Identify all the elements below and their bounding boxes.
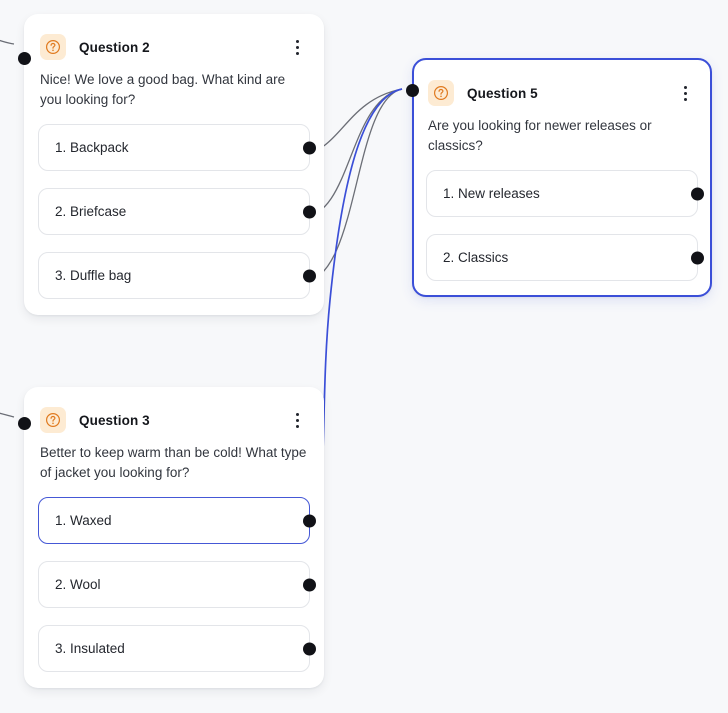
output-port-insulated[interactable]: [302, 642, 316, 655]
question-circle-icon: [40, 34, 66, 60]
node-prompt: Are you looking for newer releases or cl…: [428, 118, 652, 153]
option-label: 1. Backpack: [55, 140, 129, 155]
question-circle-icon: [40, 407, 66, 433]
option-label: 2. Classics: [443, 250, 509, 265]
edge-incoming-question-2: [0, 39, 15, 45]
node-header: Question 2: [38, 14, 310, 64]
input-port-question-2[interactable]: [17, 52, 31, 65]
node-prompt: Nice! We love a good bag. What kind are …: [40, 72, 286, 107]
node-header: Question 5: [426, 60, 698, 110]
node-question-2[interactable]: Question 2 Nice! We love a good bag. Wha…: [17, 14, 324, 315]
output-port-duffle-bag[interactable]: [302, 269, 316, 282]
node-question-5[interactable]: Question 5 Are you looking for newer rel…: [406, 58, 712, 297]
output-port-backpack[interactable]: [302, 141, 316, 154]
kebab-menu-icon[interactable]: [288, 409, 306, 431]
option-row[interactable]: 3. Duffle bag: [38, 252, 316, 299]
input-port-question-5[interactable]: [406, 84, 419, 97]
option-row[interactable]: 1. Backpack: [38, 124, 316, 171]
kebab-menu-icon[interactable]: [288, 36, 306, 58]
option-label: 2. Wool: [55, 577, 101, 592]
option-row[interactable]: 3. Insulated: [38, 625, 316, 672]
output-port-waxed[interactable]: [302, 514, 316, 527]
node-header: Question 3: [38, 387, 310, 437]
option-label: 3. Insulated: [55, 641, 125, 656]
option-row[interactable]: 2. Briefcase: [38, 188, 316, 235]
options-list: 1. Backpack 2. Briefcase 3. Duffle bag: [38, 124, 316, 299]
output-port-classics[interactable]: [690, 251, 704, 264]
question-circle-icon: [428, 80, 454, 106]
node-title: Question 3: [79, 412, 150, 428]
option-label: 2. Briefcase: [55, 204, 127, 219]
option-row[interactable]: 1. Waxed: [38, 497, 316, 544]
output-port-new-releases[interactable]: [690, 187, 704, 200]
node-prompt: Better to keep warm than be cold! What t…: [40, 445, 307, 480]
output-port-wool[interactable]: [302, 578, 316, 591]
output-port-briefcase[interactable]: [302, 205, 316, 218]
edge-incoming-question-3: [0, 412, 15, 418]
node-question-3[interactable]: Question 3 Better to keep warm than be c…: [17, 387, 324, 688]
option-row[interactable]: 2. Classics: [426, 234, 704, 281]
option-row[interactable]: 1. New releases: [426, 170, 704, 217]
node-title: Question 5: [467, 85, 538, 101]
node-title: Question 2: [79, 39, 150, 55]
option-label: 1. New releases: [443, 186, 540, 201]
options-list: 1. Waxed 2. Wool 3. Insulated: [38, 497, 316, 672]
option-row[interactable]: 2. Wool: [38, 561, 316, 608]
input-port-question-3[interactable]: [17, 417, 31, 430]
option-label: 3. Duffle bag: [55, 268, 132, 283]
kebab-menu-icon[interactable]: [676, 82, 694, 104]
options-list: 1. New releases 2. Classics: [426, 170, 704, 281]
option-label: 1. Waxed: [55, 513, 112, 528]
